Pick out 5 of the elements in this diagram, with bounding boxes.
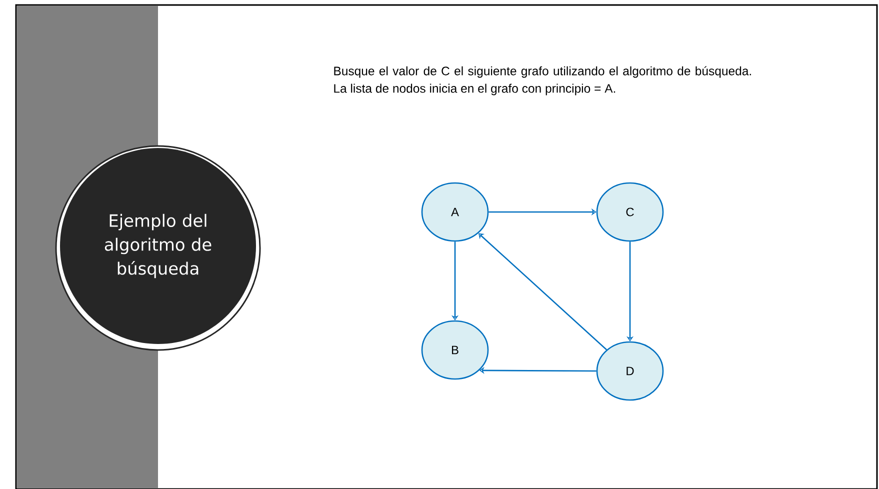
graph-node: C bbox=[596, 182, 664, 242]
instruction-text: Busque el valor de C el siguiente grafo utilizando el algoritmo de búsqueda. La lista de nodos inicia en el grafo con principio = A. bbox=[334, 66, 751, 96]
graph-node: B bbox=[421, 320, 489, 380]
graph-node: D bbox=[596, 341, 664, 401]
graph-node: A bbox=[421, 182, 489, 242]
